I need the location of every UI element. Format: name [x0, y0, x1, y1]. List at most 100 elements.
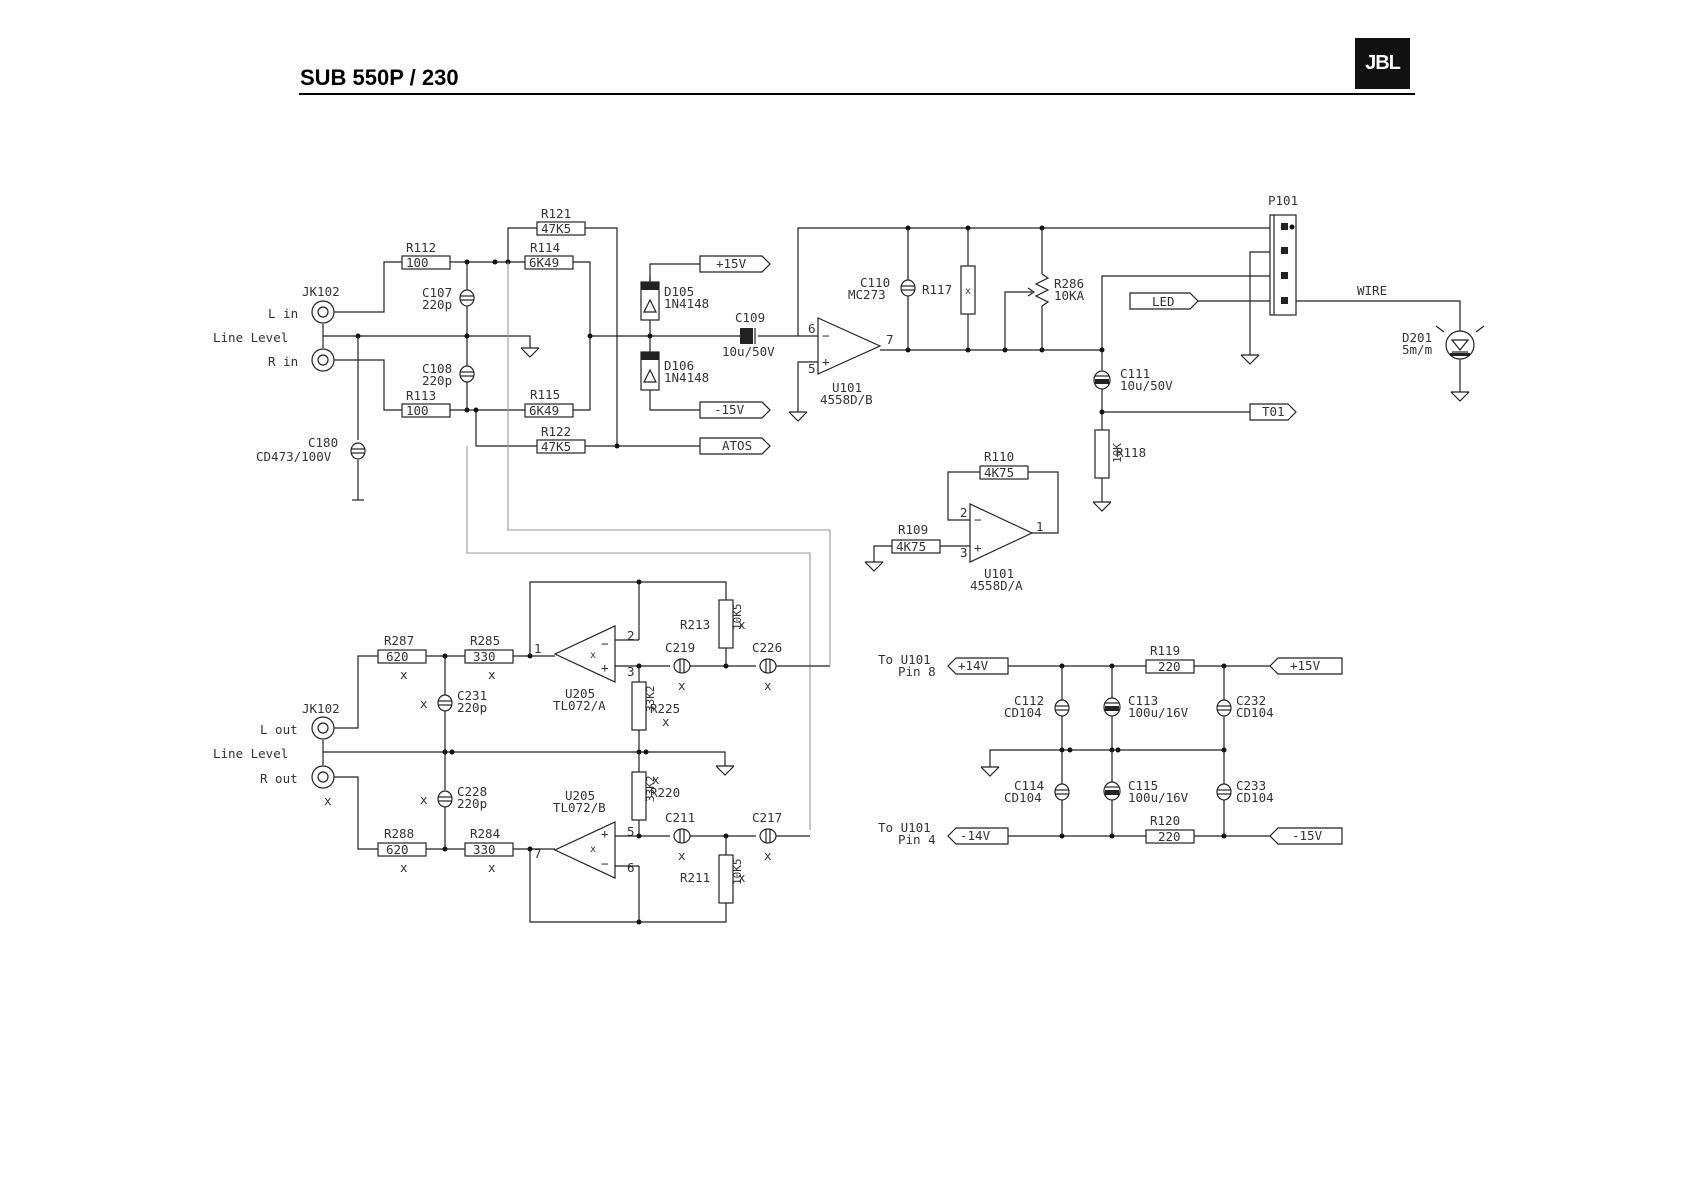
input-r121-value-label: 47K5	[541, 221, 571, 236]
u101b-opamp	[817, 317, 882, 375]
input-r112-name-label: R112	[406, 240, 436, 255]
output-x-label: x	[488, 860, 496, 875]
supply-c115-value-label: 100u/16V	[1128, 790, 1189, 805]
output-x-label: x	[420, 696, 428, 711]
supply-r120-name-label: R120	[1150, 813, 1180, 828]
l-in-label: L in	[268, 306, 298, 321]
amp-pin2-label: 2	[960, 505, 968, 520]
output-u205b-value-label: TL072/B	[553, 800, 606, 815]
svg-text:−: −	[974, 512, 982, 527]
amp-pin6-label: 6	[808, 321, 816, 336]
output-x-label: x	[662, 714, 670, 729]
c109	[740, 328, 753, 344]
r-in-label: R in	[268, 354, 298, 369]
input-c107-name-label: C107	[422, 285, 452, 300]
r286	[1034, 273, 1050, 307]
input-c107-value-label: 220p	[422, 297, 452, 312]
input-d106-value-label: 1N4148	[664, 370, 709, 385]
amp-p101-label: P101	[1268, 193, 1298, 208]
amp-c110-value-label: MC273	[848, 287, 886, 302]
amp-d201-name-label: D201	[1402, 330, 1432, 345]
line-level-label: Line Level	[213, 330, 288, 345]
u205b-opamp	[553, 821, 616, 879]
input-r121-name-label: R121	[541, 206, 571, 221]
input-atos-label: ATOS	[722, 438, 752, 453]
plus15-tag	[699, 255, 771, 273]
plus15-supply-tag	[1269, 657, 1343, 675]
output-pin3-label: 3	[627, 664, 635, 679]
output-r220-name-label: R220	[650, 785, 680, 800]
svg-text:−: −	[822, 328, 830, 343]
output-c231-name-label: C231	[457, 688, 487, 703]
amp-wire-label: WIRE	[1357, 283, 1387, 298]
supply-c114-name-label: C114	[1014, 778, 1044, 793]
amp-r109-name-label: R109	[898, 522, 928, 537]
amp-r118-name-label: R118	[1116, 445, 1146, 460]
minus15-supply-tag	[1269, 827, 1343, 845]
output-x-label: x	[678, 678, 686, 693]
amp-u101a-value-label: 4558D/A	[970, 578, 1023, 593]
input-c108-name-label: C108	[422, 361, 452, 376]
input-c108-value-label: 220p	[422, 373, 452, 388]
amp-r109-value-label: 4K75	[896, 539, 926, 554]
output-line_level-label: Line Level	[213, 746, 288, 761]
jbl-logo: JBL	[1355, 38, 1410, 89]
input-section: JK102 L in Line Level R in C180 CD473/10…	[213, 206, 831, 830]
output-c226-label: C226	[752, 640, 782, 655]
supply-c232-name-label: C232	[1236, 693, 1266, 708]
supply-c112-value-label: CD104	[1004, 705, 1042, 720]
input-minus15-label: -15V	[714, 402, 745, 417]
svg-text:+: +	[822, 354, 830, 369]
output-r213-value-label: 10K5	[731, 604, 744, 631]
amp-led-label: LED	[1152, 294, 1175, 309]
supply-r119-value-label: 220	[1158, 659, 1181, 674]
amp-pin1-label: 1	[1036, 519, 1044, 534]
output-r_out-label: R out	[260, 771, 298, 786]
input-d105-name-label: D105	[664, 284, 694, 299]
output-r284-value-label: 330	[473, 842, 496, 857]
output-section: JK102 L out Line Level R out x 620 R287 …	[213, 579, 830, 925]
output-x-label: x	[488, 667, 496, 682]
output-u205a-name-label: U205	[565, 686, 595, 701]
input-r114-name-label: R114	[530, 240, 560, 255]
amp-r110-name-label: R110	[984, 449, 1014, 464]
output-c219-label: C219	[665, 640, 695, 655]
amp-r118-value-label: 10K	[1111, 443, 1124, 463]
output-r285-value-label: 330	[473, 649, 496, 664]
supply-pin8-label: Pin 8	[898, 664, 936, 679]
amp-u101b-name-label: U101	[832, 380, 862, 395]
input-r122-value-label: 47K5	[541, 439, 571, 454]
svg-text:x: x	[590, 650, 596, 661]
supply-c233-name-label: C233	[1236, 778, 1266, 793]
supply-section: To U101 Pin 8 +14V 220 R119 +15V To U101…	[878, 643, 1343, 847]
jk102-label: JK102	[302, 284, 340, 299]
input-c109-name-label: C109	[735, 310, 765, 325]
output-x-label: x	[420, 792, 428, 807]
amp-pin3-label: 3	[960, 545, 968, 560]
output-c231-value-label: 220p	[457, 700, 487, 715]
supply-pin4-label: Pin 4	[898, 832, 936, 847]
output-r287-value-label: 620	[386, 649, 409, 664]
supply-r119-name-label: R119	[1150, 643, 1180, 658]
l-out-jack	[311, 716, 335, 740]
r-out-jack	[311, 765, 335, 789]
amp-c111-name-label: C111	[1120, 366, 1150, 381]
svg-text:+: +	[974, 540, 982, 555]
r115	[524, 403, 574, 418]
amp-c110-name-label: C110	[860, 275, 890, 290]
output-r225-value-label: 33K2	[644, 686, 657, 713]
output-r284-name-label: R284	[470, 826, 500, 841]
input-d105-value-label: 1N4148	[664, 296, 709, 311]
supply-c115-name-label: C115	[1128, 778, 1158, 793]
output-pin6-label: 6	[627, 860, 635, 875]
supply-c112-name-label: C112	[1014, 693, 1044, 708]
output-x-label: x	[324, 793, 332, 808]
amp-section: −+ 6 5 7 U101 4558D/B C110 MC273 x R117 …	[758, 193, 1485, 593]
r118	[1094, 429, 1110, 479]
output-r213-name-label: R213	[680, 617, 710, 632]
svg-text:+: +	[601, 826, 609, 841]
input-d106-name-label: D106	[664, 358, 694, 373]
output-pin1-label: 1	[534, 641, 542, 656]
page-title: SUB 550P / 230	[300, 65, 459, 90]
output-x-label: x	[764, 848, 772, 863]
